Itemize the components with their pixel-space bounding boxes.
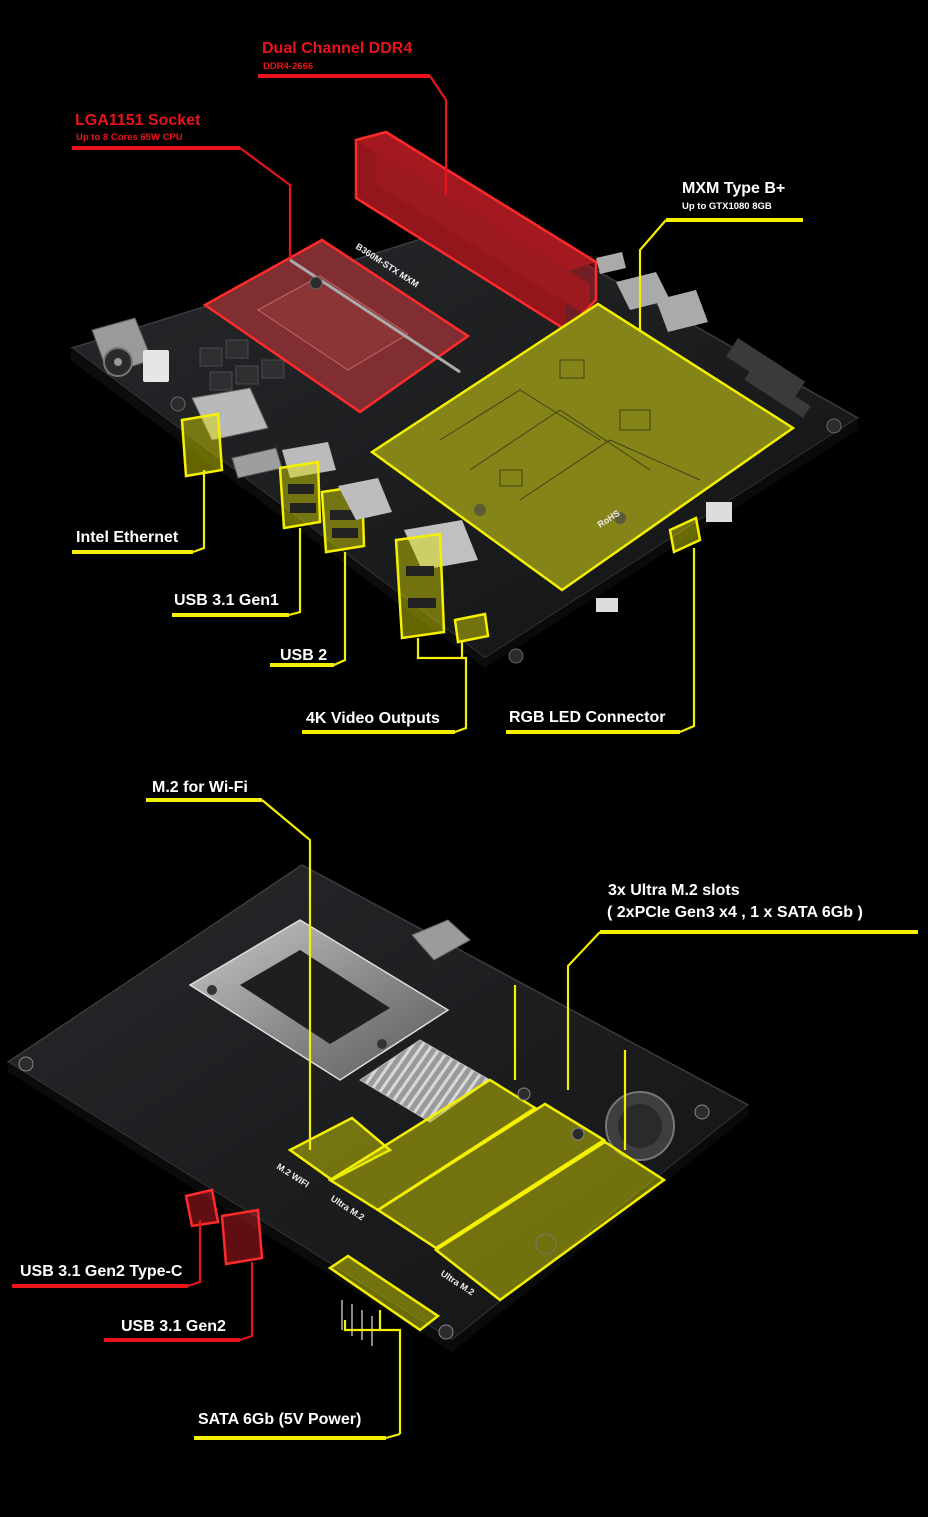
sata-connectors xyxy=(327,1254,441,1346)
bottom-labels: M.2 for Wi-Fi 3x Ultra M.2 slots ( 2xPCI… xyxy=(20,779,863,1428)
intel-ethernet-label: Intel Ethernet xyxy=(76,529,179,546)
vrm-components xyxy=(199,339,285,391)
usb31-gen2-label: USB 3.1 Gen2 xyxy=(121,1318,226,1335)
bottom-mounting-holes xyxy=(18,1056,710,1340)
ultra-m2-slots xyxy=(327,1078,667,1302)
m2-wifi-slot xyxy=(287,1116,393,1182)
top-board: B360M-STX MXM RoHS xyxy=(70,130,860,668)
metal-component xyxy=(411,919,471,961)
usb31-gen1-label: USB 3.1 Gen1 xyxy=(174,592,279,609)
ddr4-label: Dual Channel DDR4 xyxy=(262,40,412,57)
power-connector xyxy=(143,350,169,382)
pin-headers xyxy=(726,338,811,418)
socket-sublabel: Up to 8 Cores 65W CPU xyxy=(76,132,183,143)
rgb-led-label: RGB LED Connector xyxy=(509,709,665,726)
video-output-ports xyxy=(394,520,490,644)
ultra-m2-label: 3x Ultra M.2 slots xyxy=(608,882,740,899)
rear-usb-ports xyxy=(184,1188,264,1266)
mxm-label: MXM Type B+ xyxy=(682,180,785,197)
usb2-ports xyxy=(338,478,392,520)
top-labels: Dual Channel DDR4 DDR4-2666 LGA1151 Sock… xyxy=(75,40,785,727)
usb2-label: USB 2 xyxy=(280,647,327,664)
ultra-m2-sublabel: ( 2xPCIe Gen3 x4 , 1 x SATA 6Gb ) xyxy=(607,904,863,921)
m2-wifi-label: M.2 for Wi-Fi xyxy=(152,779,248,796)
bottom-callouts xyxy=(12,798,918,1440)
ethernet-port xyxy=(180,387,269,478)
sata-label: SATA 6Gb (5V Power) xyxy=(198,1411,361,1428)
bottom-board: M.2 WIFI Ultra M.2 Ultra M.2 xyxy=(6,864,750,1352)
mxm-card: RoHS xyxy=(369,302,796,592)
cpu-backplate xyxy=(188,919,450,1081)
mounting-holes xyxy=(170,276,842,664)
cmos-battery xyxy=(605,1091,675,1161)
rgb-led-connector xyxy=(596,502,732,612)
mxm-sublabel: Up to GTX1080 8GB xyxy=(682,201,772,212)
socket-label: LGA1151 Socket xyxy=(75,112,201,129)
usb-c-gen2-label: USB 3.1 Gen2 Type-C xyxy=(20,1263,183,1280)
ddr4-dimm-slots xyxy=(354,130,598,332)
video-outputs-label: 4K Video Outputs xyxy=(306,710,440,727)
top-callouts xyxy=(72,74,803,734)
ddr4-sublabel: DDR4-2666 xyxy=(263,61,313,72)
right-io-ports xyxy=(596,252,708,332)
